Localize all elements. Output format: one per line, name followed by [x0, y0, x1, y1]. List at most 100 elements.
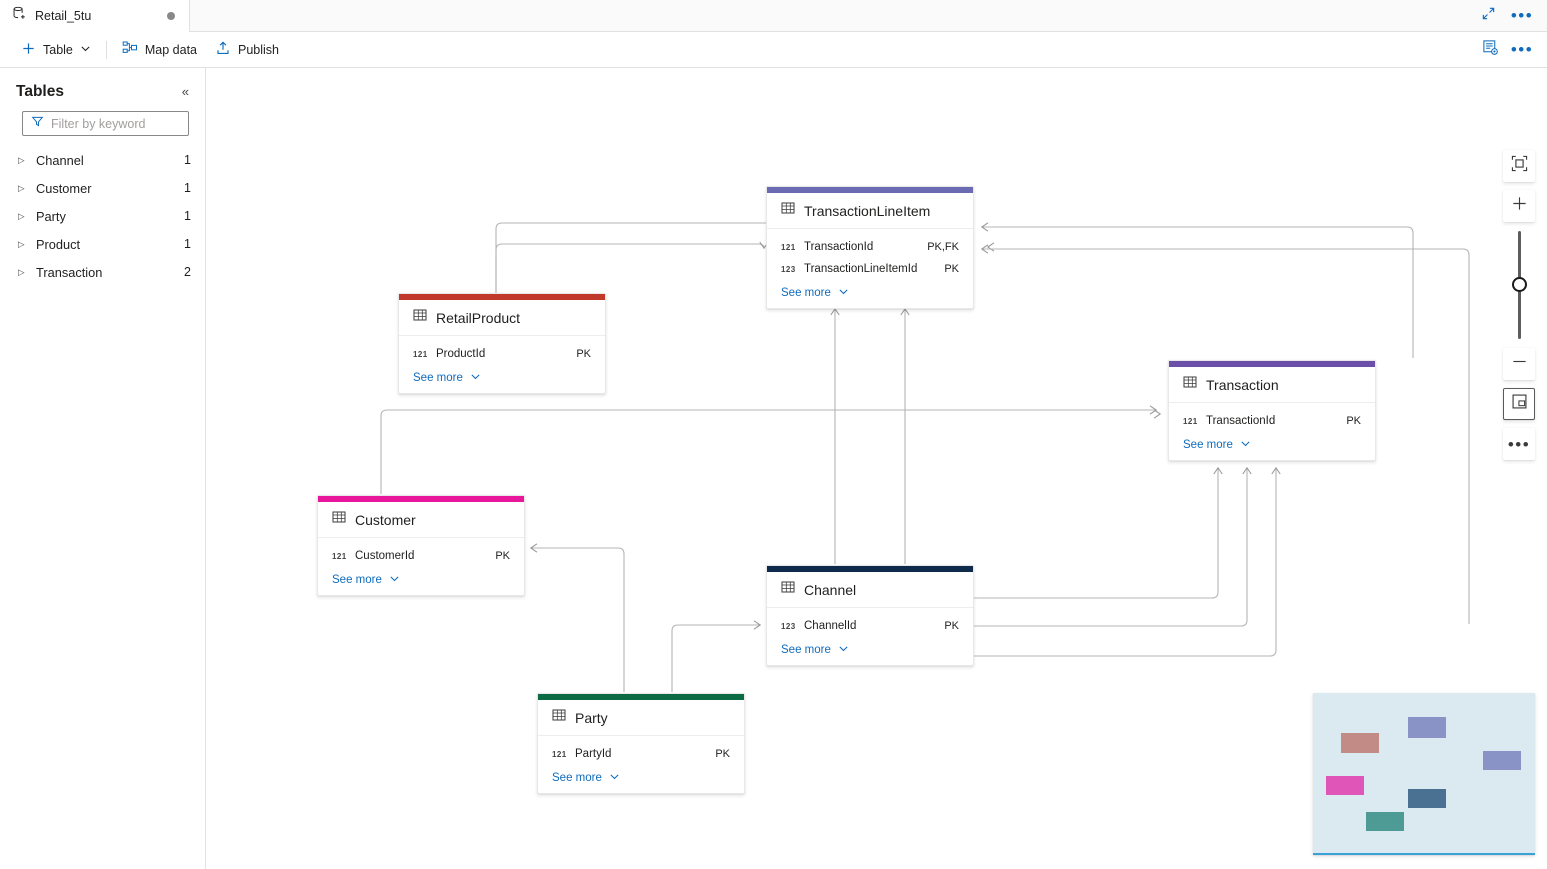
- add-table-button[interactable]: Table: [12, 36, 100, 64]
- filter-input[interactable]: Filter by keyword: [51, 116, 146, 131]
- window-more-button[interactable]: •••: [1507, 2, 1537, 30]
- entity-card-header: Customer: [318, 502, 524, 538]
- see-more-button[interactable]: See more: [399, 365, 605, 384]
- database-new-icon: [12, 6, 27, 26]
- entity-card-transaction[interactable]: Transaction 121 TransactionId PK See mor…: [1168, 360, 1376, 461]
- sidebar-item-label: Customer: [36, 180, 92, 196]
- plus-icon: [1511, 195, 1528, 217]
- sidebar-item-count: 1: [184, 153, 191, 167]
- entity-card-retailproduct[interactable]: RetailProduct 121 ProductId PK See more: [398, 293, 606, 394]
- minimap-node-party: [1366, 812, 1404, 831]
- field-row[interactable]: 123 TransactionLineItemId PK: [767, 258, 973, 280]
- fit-to-screen-button[interactable]: [1503, 150, 1535, 182]
- edge-to-transaction-3: [974, 466, 1281, 657]
- toolbar-divider: [105, 40, 107, 59]
- field-name: CustomerId: [355, 550, 415, 562]
- entity-fields: 121 CustomerId PK See more: [318, 538, 524, 595]
- edge-retailproduct-transactionlineitem: [495, 241, 769, 293]
- see-more-button[interactable]: See more: [767, 280, 973, 299]
- sidebar-item-product[interactable]: ▷ Product 1: [0, 230, 205, 258]
- tab-retail-5tu[interactable]: Retail_5tu: [0, 0, 190, 32]
- field-row[interactable]: 121 TransactionId PK,FK: [767, 236, 973, 258]
- table-icon: [552, 708, 566, 727]
- zoom-slider[interactable]: [1503, 230, 1535, 340]
- chevron-right-icon[interactable]: ▷: [18, 266, 25, 277]
- entity-fields: 121 TransactionId PK,FK 123 TransactionL…: [767, 229, 973, 308]
- sidebar-item-customer[interactable]: ▷ Customer 1: [0, 174, 205, 202]
- canvas-minimap[interactable]: [1313, 693, 1535, 855]
- field-key-badge: PK: [576, 348, 591, 360]
- table-icon: [413, 308, 427, 327]
- zoom-slider-thumb[interactable]: [1511, 277, 1527, 292]
- table-icon: [332, 510, 346, 529]
- field-key-badge: PK: [1346, 415, 1361, 427]
- erd-canvas[interactable]: TransactionLineItem 121 TransactionId PK…: [206, 68, 1547, 869]
- sidebar-item-party[interactable]: ▷ Party 1: [0, 202, 205, 230]
- chevron-right-icon[interactable]: ▷: [18, 238, 25, 249]
- entity-card-channel[interactable]: Channel 123 ChannelId PK See more: [766, 565, 974, 666]
- filter-input-wrapper[interactable]: Filter by keyword: [22, 111, 189, 136]
- minimap-toggle-button[interactable]: [1503, 388, 1535, 420]
- sidebar-item-channel[interactable]: ▷ Channel 1: [0, 146, 205, 174]
- canvas-more-button[interactable]: •••: [1503, 428, 1535, 460]
- see-more-label: See more: [781, 286, 831, 299]
- minimap-node-transaction: [1483, 751, 1521, 770]
- zoom-out-button[interactable]: [1503, 348, 1535, 380]
- chevron-right-icon[interactable]: ▷: [18, 182, 25, 193]
- chevron-down-icon: [609, 771, 620, 784]
- field-row[interactable]: 121 TransactionId PK: [1169, 410, 1375, 432]
- see-more-button[interactable]: See more: [318, 567, 524, 586]
- entity-card-customer[interactable]: Customer 121 CustomerId PK See more: [317, 495, 525, 596]
- entity-name: Transaction: [1206, 376, 1279, 393]
- edge-transaction-transactionlineitem-1: [986, 242, 995, 252]
- field-row[interactable]: 121 CustomerId PK: [318, 545, 524, 567]
- minimap-node-transactionlineitem: [1408, 717, 1446, 738]
- entity-card-transactionlineitem[interactable]: TransactionLineItem 121 TransactionId PK…: [766, 186, 974, 309]
- fit-to-screen-icon: [1511, 155, 1528, 177]
- sidebar-item-label: Transaction: [36, 264, 103, 280]
- entity-accent-bar: [767, 566, 973, 572]
- entity-accent-bar: [767, 187, 973, 193]
- view-settings-button[interactable]: [1475, 36, 1505, 64]
- entity-name: Channel: [804, 581, 857, 598]
- edge-channel-to-tli-row2: [980, 244, 1470, 624]
- tables-list: ▷ Channel 1 ▷ Customer 1 ▷ Party 1 ▷ Pro…: [0, 146, 205, 286]
- funnel-filter-icon: [31, 115, 44, 133]
- edge-customer-to-transaction: [380, 405, 1158, 494]
- command-bar-more-button[interactable]: •••: [1507, 36, 1537, 64]
- field-key-badge: PK: [944, 620, 959, 632]
- field-row[interactable]: 121 PartyId PK: [538, 743, 744, 765]
- entity-card-header: Party: [538, 700, 744, 736]
- publish-button[interactable]: Publish: [206, 36, 288, 64]
- zoom-in-button[interactable]: [1503, 190, 1535, 222]
- see-more-button[interactable]: See more: [538, 765, 744, 784]
- chevron-right-icon[interactable]: ▷: [18, 210, 25, 221]
- entity-card-party[interactable]: Party 121 PartyId PK See more: [537, 693, 745, 794]
- collapse-panel-button[interactable]: «: [181, 84, 189, 99]
- chevron-right-icon[interactable]: ▷: [18, 154, 25, 165]
- table-icon: [781, 201, 795, 220]
- more-options-icon: •••: [1510, 40, 1534, 59]
- entity-name: Party: [575, 709, 608, 726]
- more-options-icon: •••: [1507, 434, 1531, 454]
- see-more-label: See more: [781, 643, 831, 656]
- see-more-button[interactable]: See more: [767, 637, 973, 656]
- see-more-label: See more: [552, 771, 602, 784]
- entity-fields: 121 PartyId PK See more: [538, 736, 744, 793]
- field-row[interactable]: 121 ProductId PK: [399, 343, 605, 365]
- field-name: PartyId: [575, 748, 612, 760]
- more-options-icon: •••: [1510, 6, 1534, 25]
- edge-party-to-channel: [671, 620, 762, 692]
- sidebar-item-label: Party: [36, 208, 66, 224]
- field-row[interactable]: 123 ChannelId PK: [767, 615, 973, 637]
- map-data-button[interactable]: Map data: [113, 36, 206, 64]
- minimap-icon: [1511, 393, 1528, 415]
- sidebar-item-transaction[interactable]: ▷ Transaction 2: [0, 258, 205, 286]
- entity-card-header: TransactionLineItem: [767, 193, 973, 229]
- see-more-button[interactable]: See more: [1169, 432, 1375, 451]
- field-type-icon: 121: [1183, 416, 1198, 426]
- publish-label: Publish: [238, 42, 280, 57]
- expand-button[interactable]: [1473, 2, 1503, 30]
- entity-card-header: RetailProduct: [399, 300, 605, 336]
